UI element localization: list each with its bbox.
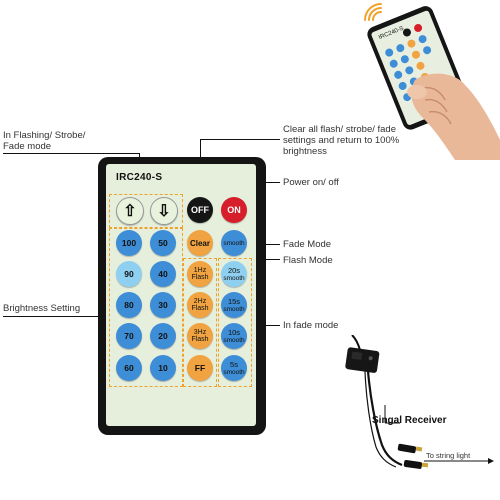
label-flashing-line2: Fade mode (3, 141, 52, 152)
fade-15s-top: 15s (227, 296, 241, 306)
ff-button[interactable]: FF (187, 355, 213, 381)
label-power: Power on/ off (283, 177, 339, 188)
brightness-30-button[interactable]: 30 (150, 292, 176, 318)
on-label: ON (227, 205, 241, 215)
leader-line-clear-h (200, 139, 280, 140)
fade-5s-top: 5s (230, 359, 238, 369)
brightness-90-button[interactable]: 90 (116, 261, 142, 287)
fade-20s-bot: smooth (223, 274, 245, 282)
receiver-box (345, 347, 380, 373)
brightness-100-button[interactable]: 100 (116, 230, 142, 256)
brightness-down-button[interactable]: ⇩ (150, 197, 178, 225)
b10-label: 10 (158, 363, 168, 373)
label-flashing-line1: In Flashing/ Strobe/ (3, 130, 86, 141)
brightness-50-button[interactable]: 50 (150, 230, 176, 256)
off-label: OFF (191, 205, 209, 215)
flash-3hz-top: 3Hz (193, 328, 207, 336)
brightness-70-button[interactable]: 70 (116, 323, 142, 349)
leader-line-brightness (3, 316, 110, 317)
flash-1hz-bot: Flash (191, 274, 209, 281)
fade-20s-top: 20s (227, 265, 241, 275)
brightness-60-button[interactable]: 60 (116, 355, 142, 381)
dashed-box-brightness (109, 228, 183, 387)
ff-label: FF (194, 363, 206, 373)
brightness-20-button[interactable]: 20 (150, 323, 176, 349)
brightness-40-button[interactable]: 40 (150, 261, 176, 287)
label-string-light: To string light (426, 451, 471, 460)
fade-10s-top: 10s (227, 327, 241, 337)
b90-label: 90 (124, 269, 134, 279)
flash-1hz-top: 1Hz (193, 266, 207, 274)
label-clear-line1: Clear all flash/ strobe/ fade (283, 124, 397, 135)
smooth-button[interactable]: smooth (221, 230, 247, 256)
leader-line-infade (262, 325, 280, 326)
label-brightness: Brightness Setting (3, 303, 81, 314)
label-in-fade: In fade mode (283, 320, 339, 331)
b30-label: 30 (158, 300, 168, 310)
remote-model-label: IRC240-S (116, 172, 163, 183)
dashed-box-arrows (109, 194, 183, 228)
b60-label: 60 (124, 363, 134, 373)
b100-label: 100 (121, 238, 137, 248)
clear-label: Clear (189, 238, 210, 248)
hand-holding-remote-image: IRC240-S (364, 3, 500, 160)
brightness-up-button[interactable]: ⇧ (116, 197, 144, 225)
label-clear-line3: brightness (283, 146, 327, 157)
flash-2hz-top: 2Hz (193, 297, 207, 305)
b20-label: 20 (158, 331, 168, 341)
label-receiver: Singal Receiver (372, 415, 447, 426)
leader-line-flashing (3, 153, 140, 154)
fade-5s-bot: smooth (223, 368, 245, 376)
flash-3hz-bot: Flash (191, 336, 209, 343)
label-fade-mode: Fade Mode (283, 239, 332, 250)
b70-label: 70 (124, 331, 134, 341)
b40-label: 40 (158, 269, 168, 279)
label-flashing: In Flashing/ Strobe/ Fade mode (3, 130, 85, 152)
brightness-10-button[interactable]: 10 (150, 355, 176, 381)
up-arrow-icon: ⇧ (123, 203, 137, 220)
flash-2hz-bot: Flash (191, 305, 209, 312)
b50-label: 50 (158, 238, 168, 248)
label-flash-mode: Flash Mode (283, 255, 333, 266)
smooth-label: smooth (223, 239, 245, 247)
signal-receiver-image (345, 335, 494, 469)
ir-signal-icon (364, 3, 382, 21)
fade-10s-bot: smooth (223, 336, 245, 344)
fade-15s-bot: smooth (223, 305, 245, 313)
b80-label: 80 (124, 300, 134, 310)
clear-button[interactable]: Clear (187, 230, 213, 256)
label-clear-line2: settings and return to 100% (283, 135, 400, 146)
dashed-box-fade (218, 258, 252, 387)
label-clear: Clear all flash/ strobe/ fade settings a… (283, 124, 399, 157)
down-arrow-icon: ⇩ (157, 203, 171, 220)
dashed-box-flash (183, 258, 217, 387)
brightness-80-button[interactable]: 80 (116, 292, 142, 318)
off-button[interactable]: OFF (187, 197, 213, 223)
on-button[interactable]: ON (221, 197, 247, 223)
